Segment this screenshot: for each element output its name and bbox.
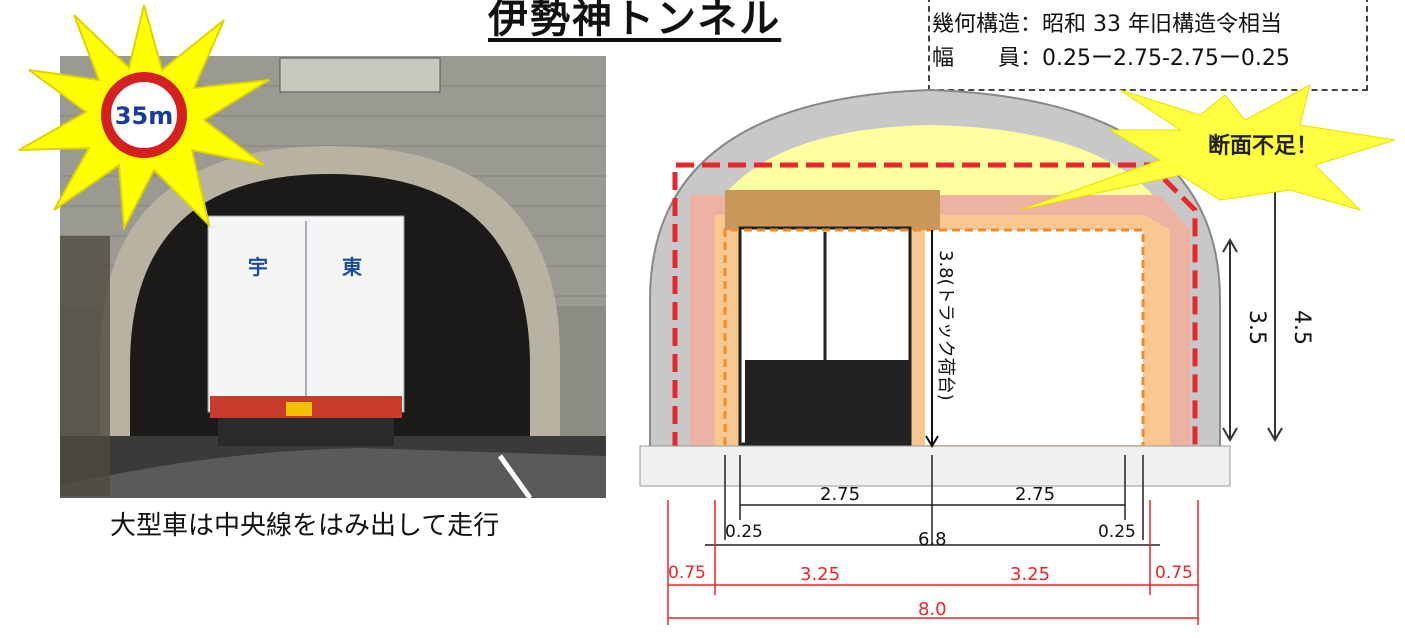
dim-lane-right: 2.75 <box>1015 484 1055 505</box>
truck-char-left: 宇 <box>248 255 268 279</box>
callout-burst <box>1019 84 1396 212</box>
dim-total-red: 8.0 <box>918 599 947 620</box>
dim-lane-left: 2.75 <box>820 484 860 505</box>
dim-total-black: 6.8 <box>918 529 947 550</box>
insufficient-section-callout: 断面不足！ <box>1208 134 1319 159</box>
height-limit-sign-icon <box>101 72 187 158</box>
page-title: 伊勢神トンネル <box>488 0 782 42</box>
dim-side-left: 0.75 <box>668 563 706 583</box>
truck-char-right: 東 <box>342 255 362 279</box>
dim-half-right: 3.25 <box>1010 564 1050 585</box>
truck-cargo-top <box>725 190 940 230</box>
dim-side-right: 0.75 <box>1155 563 1193 583</box>
dim-3-5: 3.5 <box>1244 310 1269 345</box>
tunnel-photo: 宇 東 <box>60 56 606 498</box>
height-limit-burst: 35m <box>18 4 270 230</box>
existing-clearance-outline <box>723 228 1145 445</box>
truck-height-label: 3.8(トラック荷台) <box>935 250 956 401</box>
spec-geometry: 幾何構造：昭和 33 年旧構造令相当 <box>932 12 1282 37</box>
spec-width: 幅 員：0.25ー2.75-2.75ー0.25 <box>932 46 1290 71</box>
spec-box: 幾何構造：昭和 33 年旧構造令相当 幅 員：0.25ー2.75-2.75ー0.… <box>928 0 1368 91</box>
dim-shoulder-left: 0.25 <box>725 522 763 542</box>
height-limit-value: 35m <box>115 102 173 130</box>
dim-half-left: 3.25 <box>800 564 840 585</box>
photo-caption: 大型車は中央線をはみ出して走行 <box>110 511 500 541</box>
dim-4-5: 4.5 <box>1289 310 1314 345</box>
dim-shoulder-right: 0.25 <box>1098 522 1136 542</box>
